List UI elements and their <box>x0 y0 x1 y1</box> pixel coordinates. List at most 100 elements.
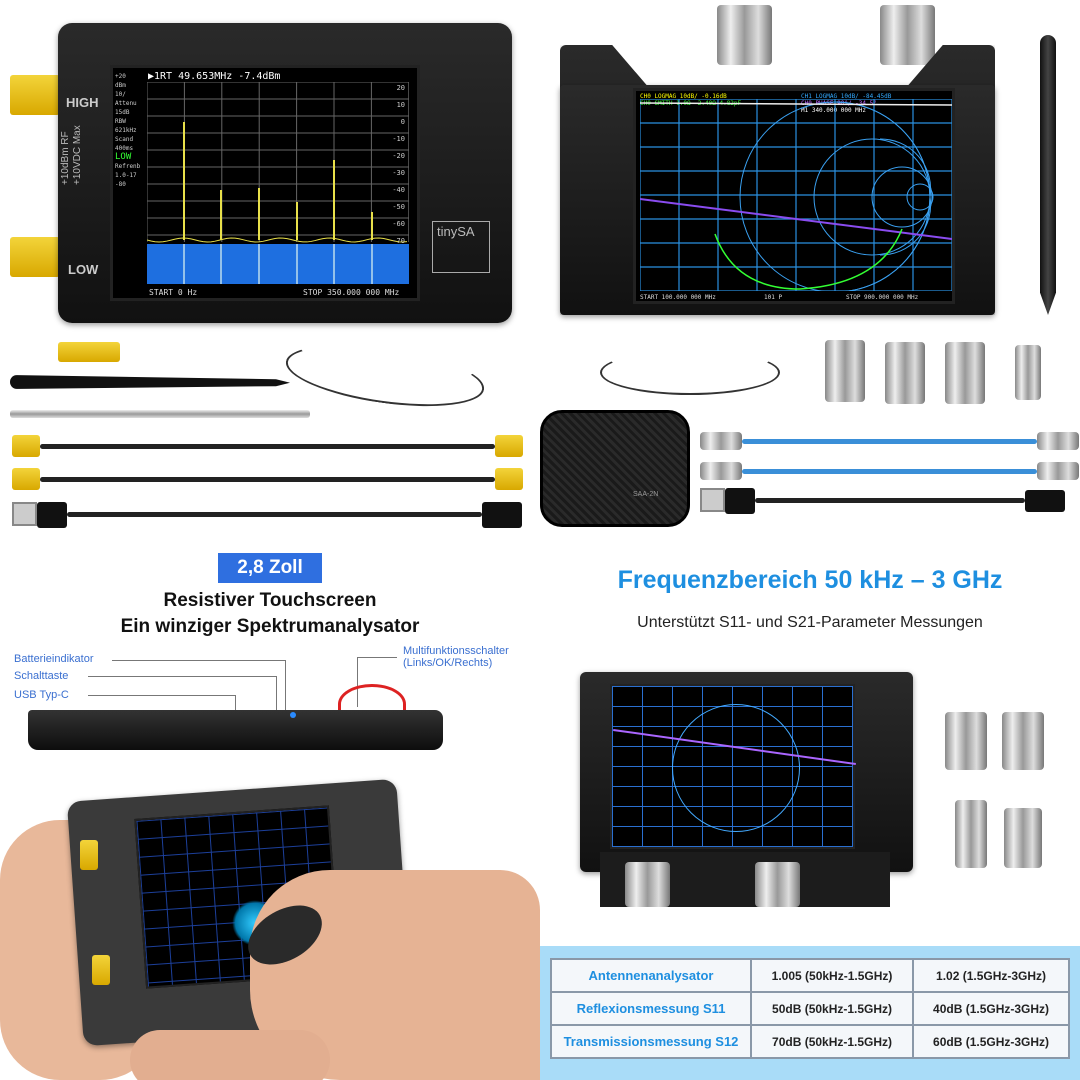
tinysa-logo: tinySA <box>432 221 490 273</box>
sma-adapter <box>1015 345 1041 400</box>
points-count: 101 P <box>764 294 783 301</box>
screen-setting: 10/ <box>115 91 126 98</box>
vna-device: CH0 LOGMAG 10dB/ -0.16dB CH0 SMITH 1.0Ω … <box>555 0 1000 320</box>
scale-label: 0 <box>401 118 405 126</box>
scale-label: -50 <box>392 203 405 211</box>
carrying-case: SAA-2N <box>540 410 690 527</box>
stylus <box>1040 35 1056 315</box>
sma-cable <box>742 469 1037 474</box>
screen-setting: -80 <box>115 181 126 188</box>
callout-multi-switch-dirs: (Links/OK/Rechts) <box>403 657 493 669</box>
lanyard <box>600 350 780 395</box>
logmag-trace <box>640 102 952 106</box>
tinysa-side-view <box>28 710 443 750</box>
smith-reactance-arc <box>834 101 932 291</box>
frequency-title: Frequenzbereich 50 kHz – 3 GHz <box>617 566 1003 594</box>
scale-label: 20 <box>397 84 405 92</box>
n-adapter <box>945 712 987 770</box>
rotate-arrow-icon <box>338 684 406 724</box>
marker-freq: M1 340.000 000 MHz <box>801 107 867 114</box>
start-freq: START 100.000 000 MHz <box>640 294 716 301</box>
side-text-rf: +10dBm RF <box>60 131 71 185</box>
accessories-right: SAA-2N <box>540 330 1080 535</box>
table-cell: 50dB (50kHz-1.5GHz) <box>749 991 915 1026</box>
stop-freq: STOP 900.000 000 MHz <box>846 294 919 301</box>
smith-trace <box>714 228 903 290</box>
scale-label: -20 <box>392 152 405 160</box>
table-cell: Reflexionsmessung S11 <box>550 991 752 1026</box>
n-adapter <box>825 340 865 402</box>
sma-cable <box>742 439 1037 444</box>
n-adapter <box>1002 712 1044 770</box>
sma-connector-high <box>10 75 60 115</box>
accessories-left <box>0 330 540 535</box>
frequency-subtitle: Unterstützt S11- und S21-Parameter Messu… <box>637 614 983 631</box>
scale-label: -40 <box>392 186 405 194</box>
n-connector-port1 <box>717 5 772 65</box>
table-cell: Antennenanalysator <box>550 958 752 993</box>
lanyard <box>282 334 488 417</box>
start-freq: START 0 Hz <box>149 288 198 297</box>
usb-cable <box>725 488 755 514</box>
stop-freq: STOP 350.000 000 MHz <box>303 288 400 297</box>
n-connector-port2 <box>880 5 935 65</box>
sma-adapter <box>58 342 120 362</box>
smith-screen[interactable]: CH0 LOGMAG 10dB/ -0.16dB CH0 SMITH 1.0Ω … <box>633 88 955 304</box>
sma-connector-low <box>10 237 60 277</box>
table-cell: 70dB (50kHz-1.5GHz) <box>749 1024 915 1059</box>
table-cell: 1.005 (50kHz-1.5GHz) <box>749 958 915 993</box>
callout-usb: USB Typ-C <box>14 689 69 701</box>
n-adapter <box>955 800 987 868</box>
table-cell: 1.02 (1.5GHz-3GHz) <box>912 958 1070 993</box>
callout-switch: Schalttaste <box>14 670 69 682</box>
low-label: LOW <box>68 262 99 277</box>
ch1-logmag: CH1 LOGMAG 10dB/ -84.45dB <box>801 93 892 100</box>
ch0-phase: CH0 PHASE 90°/ -34.5° <box>801 100 877 107</box>
screen-setting: Attenu 15dB <box>115 100 137 116</box>
screen-setting: 1.0-17 <box>115 172 137 179</box>
smith-resistance-circle <box>906 183 934 211</box>
sma-cable <box>40 444 495 449</box>
battery-led <box>290 712 296 718</box>
callout-battery: Batterieindikator <box>14 653 94 665</box>
size-badge: 2,8 Zoll <box>218 553 322 583</box>
stylus <box>10 375 290 389</box>
screen-setting: RBW 621kHz <box>115 118 137 134</box>
high-label: HIGH <box>66 95 99 110</box>
n-adapter <box>1004 808 1042 868</box>
screen-setting: dBm <box>115 82 126 89</box>
case-label: SAA-2N <box>633 491 659 498</box>
smith-chart <box>640 99 952 291</box>
sma-cable <box>40 477 495 482</box>
scale-label: -70 <box>392 237 405 245</box>
scale-label: -60 <box>392 220 405 228</box>
callout-multi-switch: Multifunktionsschalter <box>403 645 509 657</box>
scale-label: -30 <box>392 169 405 177</box>
n-adapter <box>945 342 985 404</box>
screen-setting: +20 <box>115 73 126 80</box>
screen-setting: Refrenb <box>115 163 141 170</box>
table-cell: 40dB (1.5GHz-3GHz) <box>912 991 1070 1026</box>
vna-device-small <box>580 672 915 912</box>
noise-trace <box>147 237 408 243</box>
screen-setting: Scand 400ms <box>115 136 134 152</box>
marker-readout: ▶1RT 49.653MHz -7.4dBm <box>148 71 281 82</box>
usb-cable <box>37 502 67 528</box>
ch0-logmag: CH0 LOGMAG 10dB/ -0.16dB <box>640 93 727 100</box>
table-cell: Transmissionsmessung S12 <box>550 1024 752 1059</box>
table-cell: 60dB (1.5GHz-3GHz) <box>912 1024 1070 1059</box>
telescopic-antenna <box>10 410 310 418</box>
n-adapter <box>885 342 925 404</box>
hand-photo <box>0 760 540 1080</box>
scale-label: -10 <box>392 135 405 143</box>
tinysa-device: HIGH LOW +10dBm RF +10VDC Max tinySA ▶1R… <box>0 15 520 330</box>
smith-resistance-circle <box>871 166 933 228</box>
spectrum-screen[interactable]: ▶1RT 49.653MHz -7.4dBm +20 dBm 10/Attenu 1… <box>110 65 420 301</box>
feature-title-1: Resistiver Touchscreen <box>163 590 377 611</box>
